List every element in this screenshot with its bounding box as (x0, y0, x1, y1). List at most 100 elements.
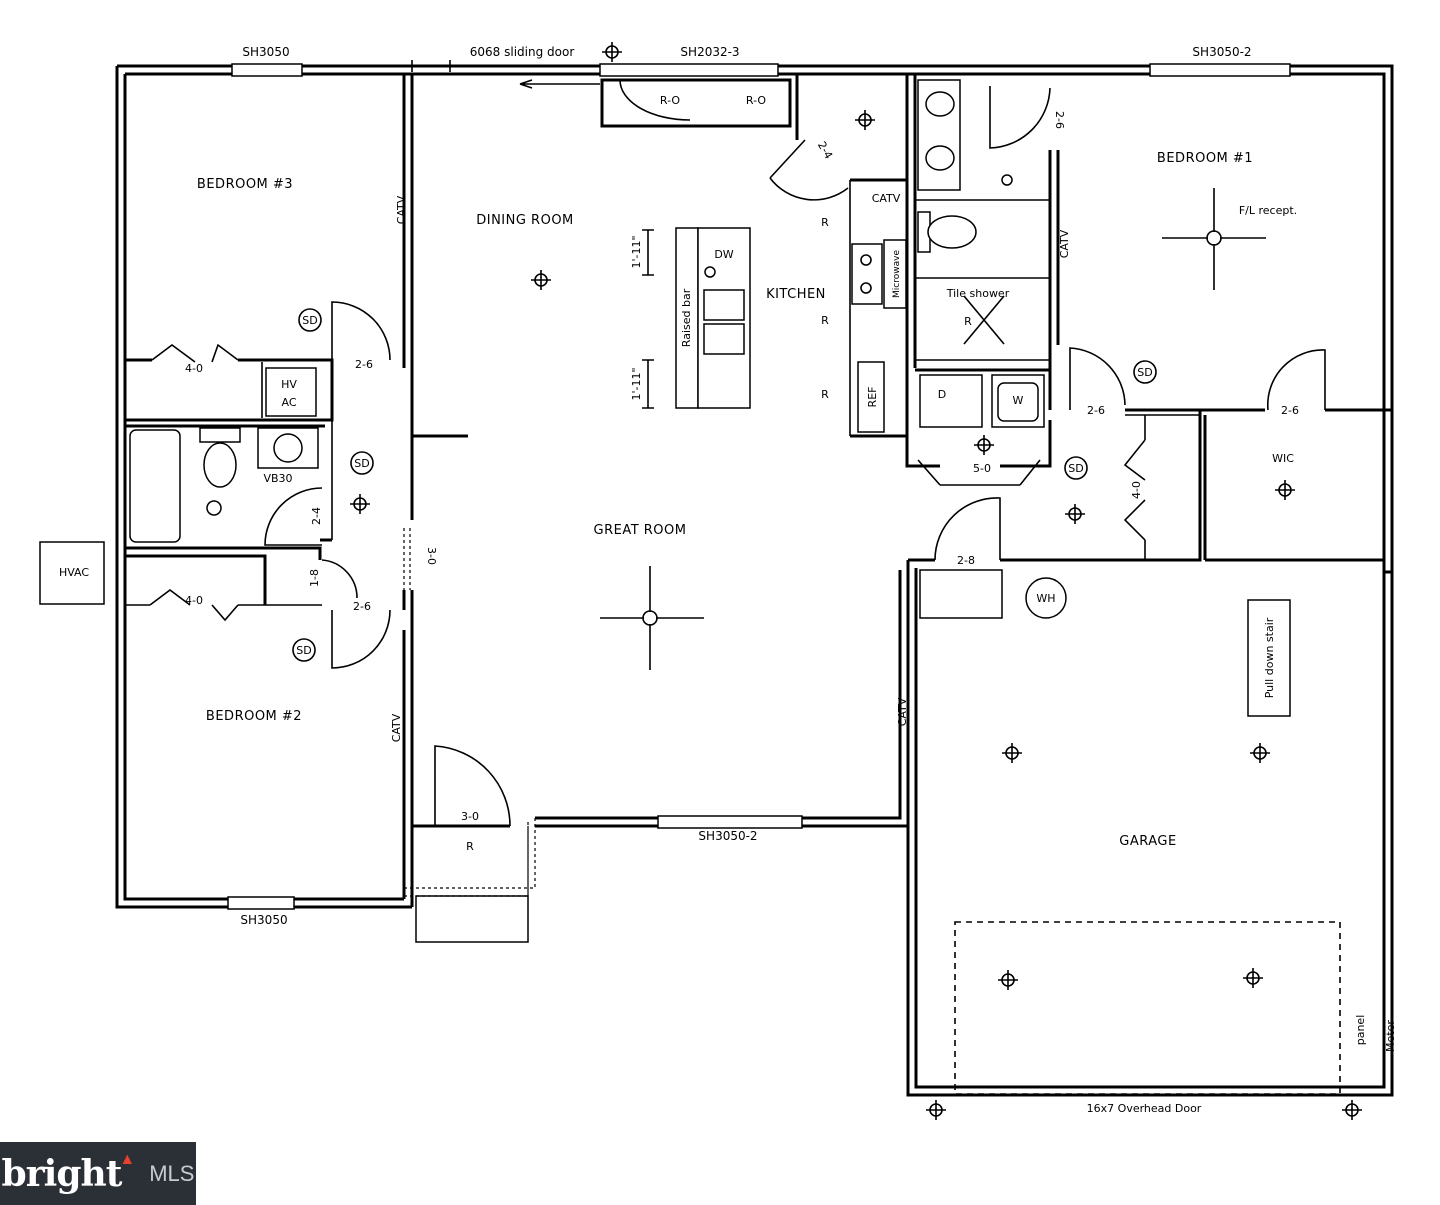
room-labels: BEDROOM #3 BEDROOM #2 BEDROOM #1 DINING … (197, 151, 1294, 849)
bathtub (129, 429, 181, 543)
room-label-bedroom1: BEDROOM #1 (1157, 151, 1253, 166)
catv-label: CATV (1058, 229, 1071, 258)
window-top-mid (599, 63, 779, 77)
door-size-label: 2-6 (355, 358, 373, 371)
sink-left (703, 289, 745, 321)
light-fixture (1342, 1100, 1362, 1120)
recessed-light-label: R (466, 840, 474, 853)
microwave-label: Microwave (892, 250, 902, 298)
smoke-detector (298, 308, 322, 332)
floor-drain (206, 500, 222, 516)
catv-label: CATV (896, 697, 909, 726)
recessed-light-label: R-O (746, 94, 766, 107)
hvac-closet (265, 367, 317, 417)
light-fixture (531, 270, 551, 290)
door-slider-swing (619, 79, 691, 121)
door-size-label: 2-6 (1281, 404, 1299, 417)
raised-bar-label: Raised bar (680, 288, 693, 347)
smoke-detector (292, 638, 316, 662)
window-label-bottom-mid: SH3050-2 (698, 829, 757, 843)
door-size-label: 4-0 (1130, 481, 1143, 499)
window-label-top-left: SH3050 (242, 45, 289, 59)
door-pantry (769, 139, 849, 201)
sd-label: SD (1068, 462, 1083, 475)
toilet-bowl-2 (203, 442, 237, 488)
overhead-door-outline (954, 921, 1341, 1095)
light-fixtures (350, 42, 1362, 1120)
door-size-label: 3-0 (425, 547, 438, 565)
door-size-label: 3-0 (461, 810, 479, 823)
door-size-label: 1-8 (308, 569, 321, 587)
light-fixture (974, 435, 994, 455)
recessed-light-label: R (821, 216, 829, 229)
logo-suffix: MLS (149, 1160, 195, 1186)
door-garage (934, 497, 1001, 561)
microwave (883, 239, 907, 309)
door-bath1 (989, 86, 1051, 149)
sink-1a (925, 91, 955, 117)
dishwasher-label: DW (714, 248, 733, 261)
room-label-dining: DINING ROOM (476, 213, 574, 228)
door-linen (321, 559, 358, 599)
light-fixture (602, 42, 622, 62)
sd-label: SD (302, 314, 317, 327)
room-label-great: GREAT ROOM (594, 523, 687, 538)
window-bottom-left (227, 896, 295, 910)
logo-accent-icon: ▲ (119, 1150, 136, 1168)
toilet-bowl-1 (927, 215, 977, 249)
hvac-label: HVAC (59, 566, 89, 579)
door-size-label: 2-8 (957, 554, 975, 567)
window-label-top-mid: SH2032-3 (680, 45, 739, 59)
dw-dot (704, 266, 716, 278)
recessed-light-label: R (964, 315, 972, 328)
refrigerator (857, 361, 885, 433)
light-fixture (1002, 743, 1022, 763)
door-size-label: 2-4 (310, 507, 323, 525)
light-fixture (855, 110, 875, 130)
room-label-bedroom3: BEDROOM #3 (197, 177, 293, 192)
door-front (434, 745, 511, 827)
annotations: CATV CATV CATV CATV CATV SD SD SD SD SD … (59, 94, 1397, 1115)
vanity-label: VB30 (263, 472, 292, 485)
pull-down-stair (1247, 599, 1291, 717)
light-fixture (1243, 968, 1263, 988)
sink-1b (925, 145, 955, 171)
light-fixture (998, 970, 1018, 990)
light-fixture (926, 1100, 946, 1120)
overhead-door-label: 16x7 Overhead Door (1087, 1102, 1202, 1115)
recessed-light-label: R-O (660, 94, 680, 107)
light-fixture (1250, 743, 1270, 763)
fl-recept-label: F/L recept. (1239, 204, 1297, 217)
window-label-sliding: 6068 sliding door (470, 45, 575, 59)
room-label-bedroom2: BEDROOM #2 (206, 709, 302, 724)
window-top-right (1149, 63, 1291, 77)
closet-doors (149, 343, 1146, 622)
window-labels: SH3050 6068 sliding door SH2032-3 SH3050… (240, 45, 1251, 927)
windows (227, 60, 1291, 910)
ceiling-fan-bedroom1 (1162, 188, 1266, 290)
panel-label: panel (1354, 1015, 1367, 1046)
recessed-light-label: R (821, 388, 829, 401)
sd-label: SD (296, 644, 311, 657)
recessed-light-label: R (821, 314, 829, 327)
door-size-label: 5-0 (973, 462, 991, 475)
pull-down-stair-label: Pull down stair (1263, 617, 1276, 698)
door-bedroom3 (331, 301, 391, 361)
sink-2 (273, 433, 303, 463)
dimension-label: 1'-11" (630, 235, 643, 268)
meter-label: Meter (1384, 1020, 1397, 1052)
ac-label: AC (281, 396, 296, 409)
catv-label: CATV (390, 713, 403, 742)
tile-shower-label: Tile shower (946, 287, 1010, 300)
light-fixture (350, 494, 370, 514)
range (851, 243, 883, 305)
room-label-garage: GARAGE (1119, 834, 1176, 849)
smoke-detector (1133, 360, 1157, 384)
washer-label: W (1013, 394, 1024, 407)
window-bottom-mid (657, 815, 803, 829)
exterior-walls (115, 64, 1394, 1097)
door-bedroom1 (1069, 347, 1126, 410)
bright-mls-logo: bright ▲ MLS (0, 1142, 196, 1205)
catv-label: CATV (395, 195, 408, 224)
